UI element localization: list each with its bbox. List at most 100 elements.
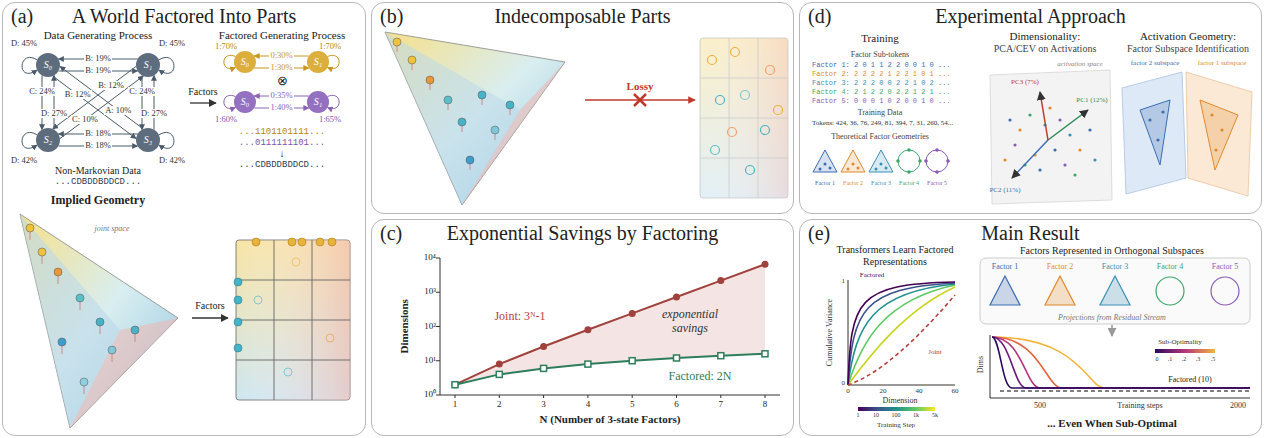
annotation-text: ...CDBDDBDDCD... (55, 177, 141, 187)
illustration-g (393, 38, 514, 164)
illustration-circle (673, 294, 680, 301)
illustration-circle (466, 156, 474, 164)
illustration-line (990, 398, 1250, 399)
transition-arrow (60, 76, 143, 139)
annotation-text: Theoretical Factor Geometries (831, 132, 929, 141)
annotation-text: Training (861, 32, 899, 45)
annotation-text: 2 (497, 399, 502, 409)
annotation-text: 1k (913, 412, 919, 419)
annotation-text: D: 45% (11, 39, 37, 49)
illustration-circle (284, 368, 292, 376)
illustration-path (992, 337, 1250, 388)
panel-letter: (a) (11, 6, 33, 26)
annotation-text: Factor 3: 2 2 2 0 0 2 2 1 0 2 ... (812, 79, 951, 87)
illustration-line (192, 317, 228, 318)
annotation-text: joint space (95, 224, 130, 233)
annotation-text: 0 (846, 387, 850, 395)
annotation-text: .3 (1196, 356, 1201, 363)
state-circle: S₀ (234, 91, 256, 113)
transition-arrow (53, 66, 136, 129)
annotation-text: Factor 3 (871, 180, 891, 187)
illustration-polygon (1186, 72, 1252, 196)
illustration-circle (1028, 113, 1031, 116)
illustration-path (848, 282, 955, 385)
illustration-polygon (1140, 100, 1170, 165)
illustration-g (236, 240, 350, 400)
illustration-line (720, 395, 721, 398)
annotation-text: 1:70% (319, 42, 341, 52)
annotation-text: ⊗ (277, 74, 288, 89)
illustration-circle (540, 343, 547, 350)
annotation-text: 2000 (1230, 401, 1246, 410)
annotation-text: Factor 3 (1102, 262, 1128, 271)
transition-label: C: 24% (128, 87, 156, 96)
illustration-circle (926, 150, 948, 172)
panel-letter: (b) (380, 6, 403, 26)
annotation-text: Dimensionality: (1010, 30, 1081, 43)
annotation-text: Dims (976, 356, 985, 373)
illustration-line (436, 395, 440, 396)
annotation-text: Factor 2: 2 2 2 2 1 2 2 1 0 1 ... (812, 70, 951, 78)
illustration-polygon (462, 62, 565, 205)
illustration-circle (924, 159, 928, 163)
annotation-text: Factored Generating Process (219, 29, 345, 42)
illustration-g (700, 38, 788, 198)
annotation-text: 8 (763, 399, 768, 409)
illustration-polygon (1100, 276, 1130, 305)
transition-arrow (60, 66, 143, 129)
panel-letter: (e) (808, 223, 830, 243)
illustration-circle (1214, 148, 1217, 151)
illustration-circle (761, 126, 770, 135)
illustration-circle (716, 96, 725, 105)
annotation-text: 40 (916, 387, 923, 395)
annotation-text: 1:60% (215, 115, 237, 125)
annotation-text: D: 45% (159, 39, 185, 49)
annotation-text: ...1101101111... (239, 127, 325, 137)
state-label: S₁ (144, 60, 152, 70)
annotation-text: Projections from Residual Stream (1058, 313, 1166, 322)
annotation-text: Dimension (882, 396, 917, 405)
illustration-rect (236, 240, 350, 400)
illustration-g (397, 42, 510, 170)
illustration-g (452, 351, 768, 388)
state-circle: S₂ (36, 128, 60, 152)
state-circle: S₁ (136, 53, 160, 77)
annotation-text: Cumulative Variance (825, 299, 834, 366)
illustration-polygon (990, 70, 1112, 204)
illustration-circle (234, 318, 242, 326)
illustration-polygon (841, 150, 865, 172)
illustration-circle (774, 106, 783, 115)
illustration-circle (852, 163, 855, 166)
annotation-text: Factor 5 (927, 180, 947, 187)
annotation-text: 1:70% (215, 42, 237, 52)
panel-box: (d)Experimental Approach (800, 3, 1261, 213)
annotation-text: Factor 1 (992, 262, 1018, 271)
illustration-rect (700, 38, 788, 198)
illustration-circle (58, 338, 66, 346)
illustration-line (676, 395, 677, 398)
state-label: S₂ (44, 135, 52, 145)
illustration-rect (762, 351, 768, 357)
state-label: S₀ (241, 57, 249, 67)
annotation-text: Factored: 2N (669, 370, 732, 384)
illustration-circle (829, 167, 832, 170)
transition-arrow (142, 75, 143, 129)
annotation-text: 10⁰ (424, 389, 436, 399)
illustration-circle (131, 326, 139, 334)
illustration-circle (108, 346, 116, 354)
state-circle: S₁ (307, 91, 329, 113)
state-label: S₀ (241, 97, 249, 107)
illustration-g (813, 150, 948, 172)
annotation-text: N (Number of 3-state Factors) (540, 413, 681, 426)
illustration-rect (674, 355, 680, 361)
transition-label: C: 10% (71, 115, 99, 124)
illustration-circle (496, 361, 503, 368)
illustration-rect (1155, 349, 1215, 353)
illustration-circle (1063, 163, 1066, 166)
illustration-line (848, 385, 955, 386)
illustration-circle (584, 326, 591, 333)
illustration-g (22, 55, 339, 148)
illustration-polygon (20, 214, 120, 428)
illustration-rect (236, 240, 350, 400)
transition-label: A: 10% (104, 106, 132, 115)
